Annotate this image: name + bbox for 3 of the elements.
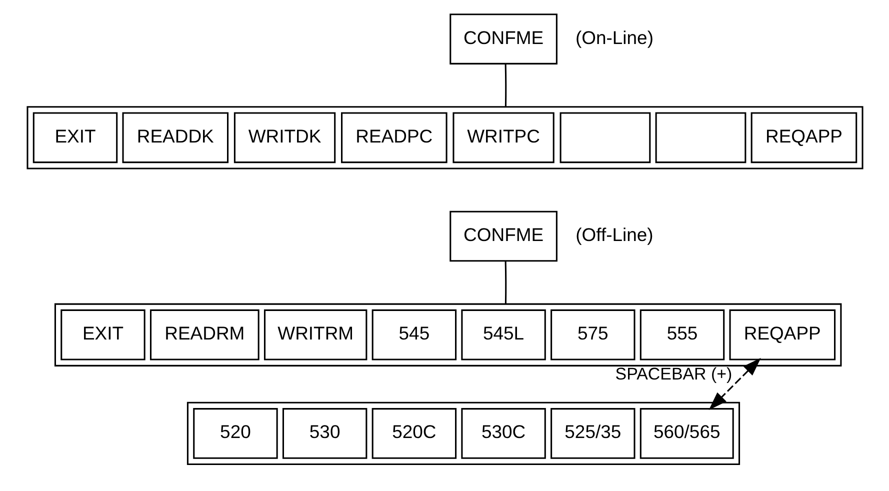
node-label: (On-Line) [574, 26, 653, 48]
node-label: (Off-Line) [575, 224, 653, 246]
edge-label: SPACEBAR (+) [614, 364, 732, 384]
